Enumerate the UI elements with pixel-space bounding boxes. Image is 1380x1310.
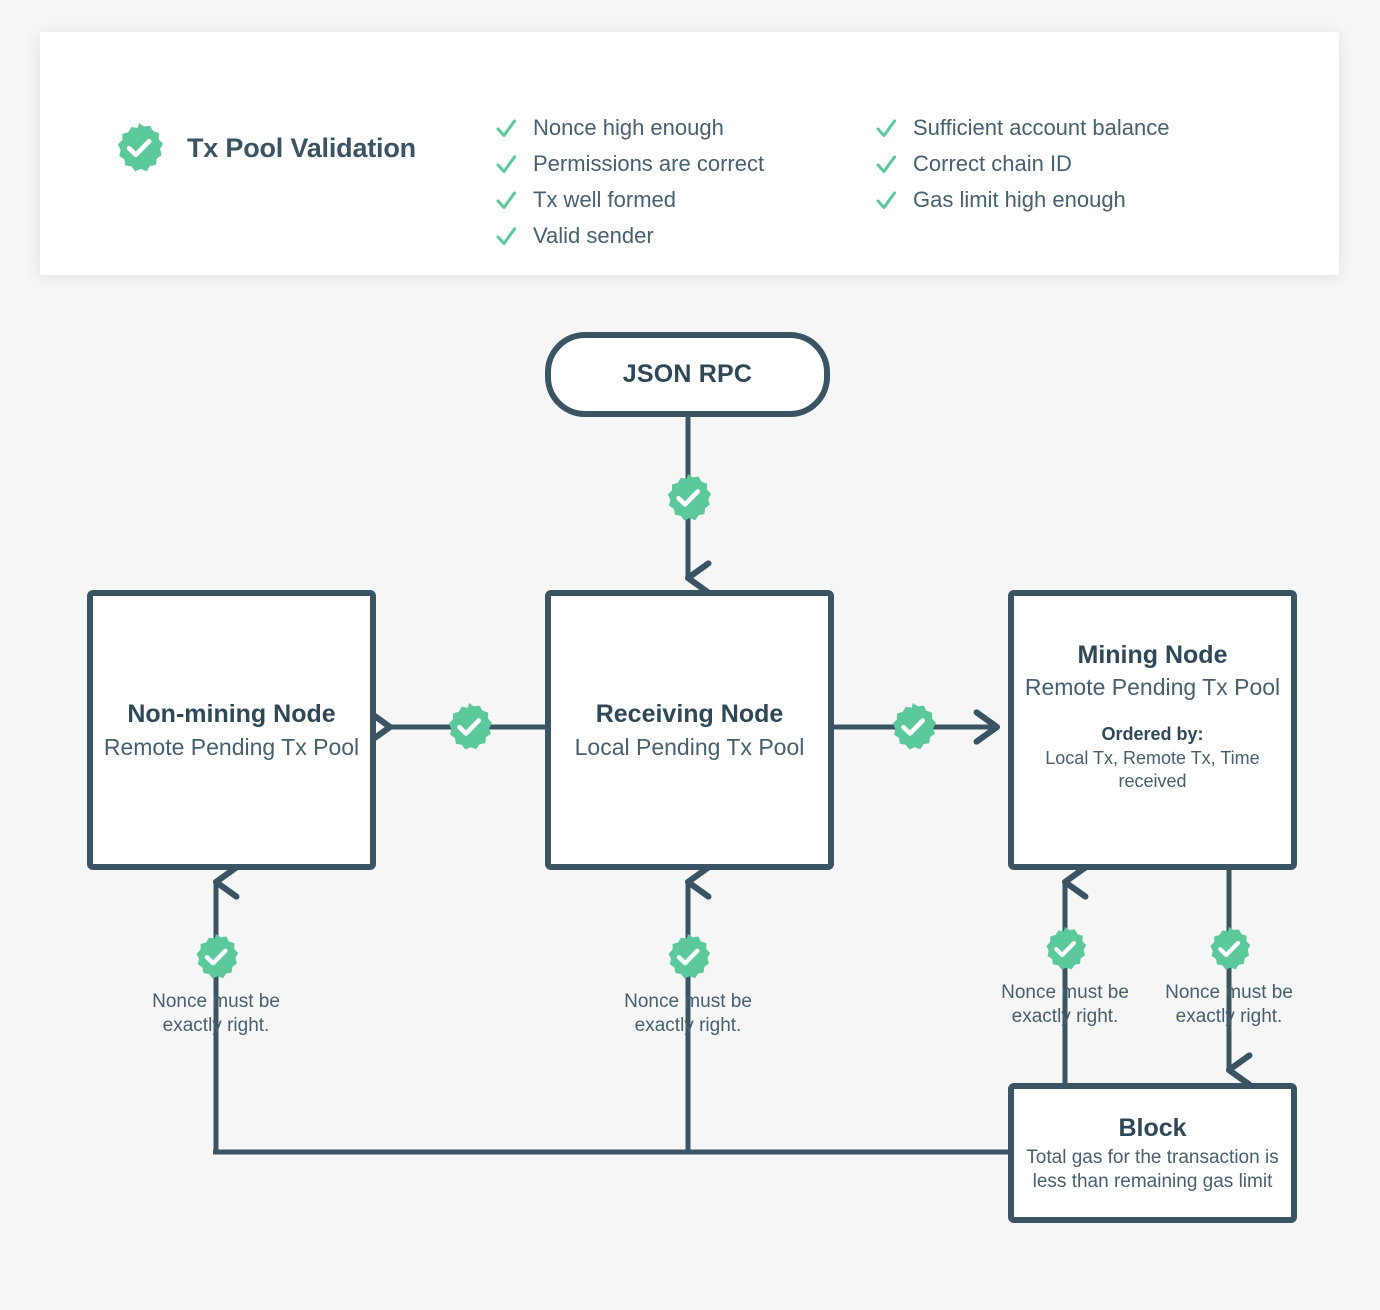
node-non-mining-subtitle: Remote Pending Tx Pool [103, 733, 360, 760]
badge-block-to-non-mining [192, 933, 240, 986]
checklist-item: Nonce high enough [495, 110, 875, 146]
node-non-mining[interactable]: Non-mining Node Remote Pending Tx Pool [87, 590, 376, 870]
tx-pool-validation-card: Tx Pool Validation Nonce high enough [40, 32, 1339, 275]
node-receiving[interactable]: Receiving Node Local Pending Tx Pool [545, 590, 834, 870]
validation-checklist: Nonce high enough Permissions are correc… [495, 110, 1255, 254]
checklist-item-label: Sufficient account balance [913, 115, 1170, 140]
checklist-item-label: Valid sender [533, 223, 654, 248]
checklist-item-label: Permissions are correct [533, 151, 765, 176]
check-icon [495, 182, 517, 218]
checklist-column-2: Sufficient account balance Correct chain… [875, 110, 1255, 254]
checklist-item: Valid sender [495, 218, 875, 254]
check-icon [495, 146, 517, 182]
badge-receiving-to-non-mining [444, 702, 494, 757]
page-title: Tx Pool Validation [187, 132, 416, 163]
node-block-subtitle: Total gas for the transaction is less th… [1026, 1147, 1279, 1192]
checklist-item: Tx well formed [495, 182, 875, 218]
node-json-rpc[interactable]: JSON RPC [545, 332, 830, 417]
checklist-item-label: Gas limit high enough [913, 187, 1126, 212]
edge-label-nonce-receiving: Nonce must be exactly right. [624, 991, 752, 1037]
badge-mining-to-block [1206, 926, 1252, 977]
check-icon [495, 110, 517, 146]
node-mining-subtitle: Remote Pending Tx Pool [1024, 674, 1281, 701]
card-title-group: Tx Pool Validation [113, 122, 416, 174]
node-json-rpc-label: JSON RPC [622, 360, 753, 388]
node-mining-title: Mining Node [1077, 641, 1228, 669]
edge-label-nonce-block: Nonce must be exactly right. [1165, 982, 1293, 1028]
edge-label-nonce-mining: Nonce must be exactly right. [1001, 982, 1129, 1028]
checklist-item: Correct chain ID [875, 146, 1255, 182]
node-receiving-subtitle: Local Pending Tx Pool [574, 733, 805, 760]
check-seal-icon [113, 122, 165, 174]
check-icon [875, 110, 897, 146]
checklist-item-label: Nonce high enough [533, 115, 724, 140]
checklist-item: Gas limit high enough [875, 182, 1255, 218]
edge-label-nonce-non-mining: Nonce must be exactly right. [152, 991, 280, 1037]
checklist-column-1: Nonce high enough Permissions are correc… [495, 110, 875, 254]
checklist-item-label: Tx well formed [533, 187, 677, 212]
checklist-item: Sufficient account balance [875, 110, 1255, 146]
badge-block-to-receiving [664, 933, 712, 986]
node-receiving-title: Receiving Node [595, 700, 784, 729]
node-mining-ordered-by-label: Ordered by: [1101, 724, 1204, 745]
badge-block-to-mining [1042, 926, 1088, 977]
checklist-item: Permissions are correct [495, 146, 875, 182]
node-non-mining-title: Non-mining Node [127, 700, 336, 729]
node-block-title: Block [1118, 1114, 1187, 1143]
badge-receiving-to-mining [888, 702, 938, 757]
node-mining[interactable]: Mining Node Remote Pending Tx Pool Order… [1008, 590, 1297, 870]
check-icon [875, 182, 897, 218]
badge-json-rpc-to-receiving [663, 473, 713, 528]
check-icon [875, 146, 897, 182]
checklist-item-label: Correct chain ID [913, 151, 1072, 176]
node-mining-ordered-by-value: Local Tx, Remote Tx, Time received [1045, 747, 1260, 792]
check-icon [495, 218, 517, 254]
node-block[interactable]: Block Total gas for the transaction is l… [1008, 1083, 1297, 1223]
